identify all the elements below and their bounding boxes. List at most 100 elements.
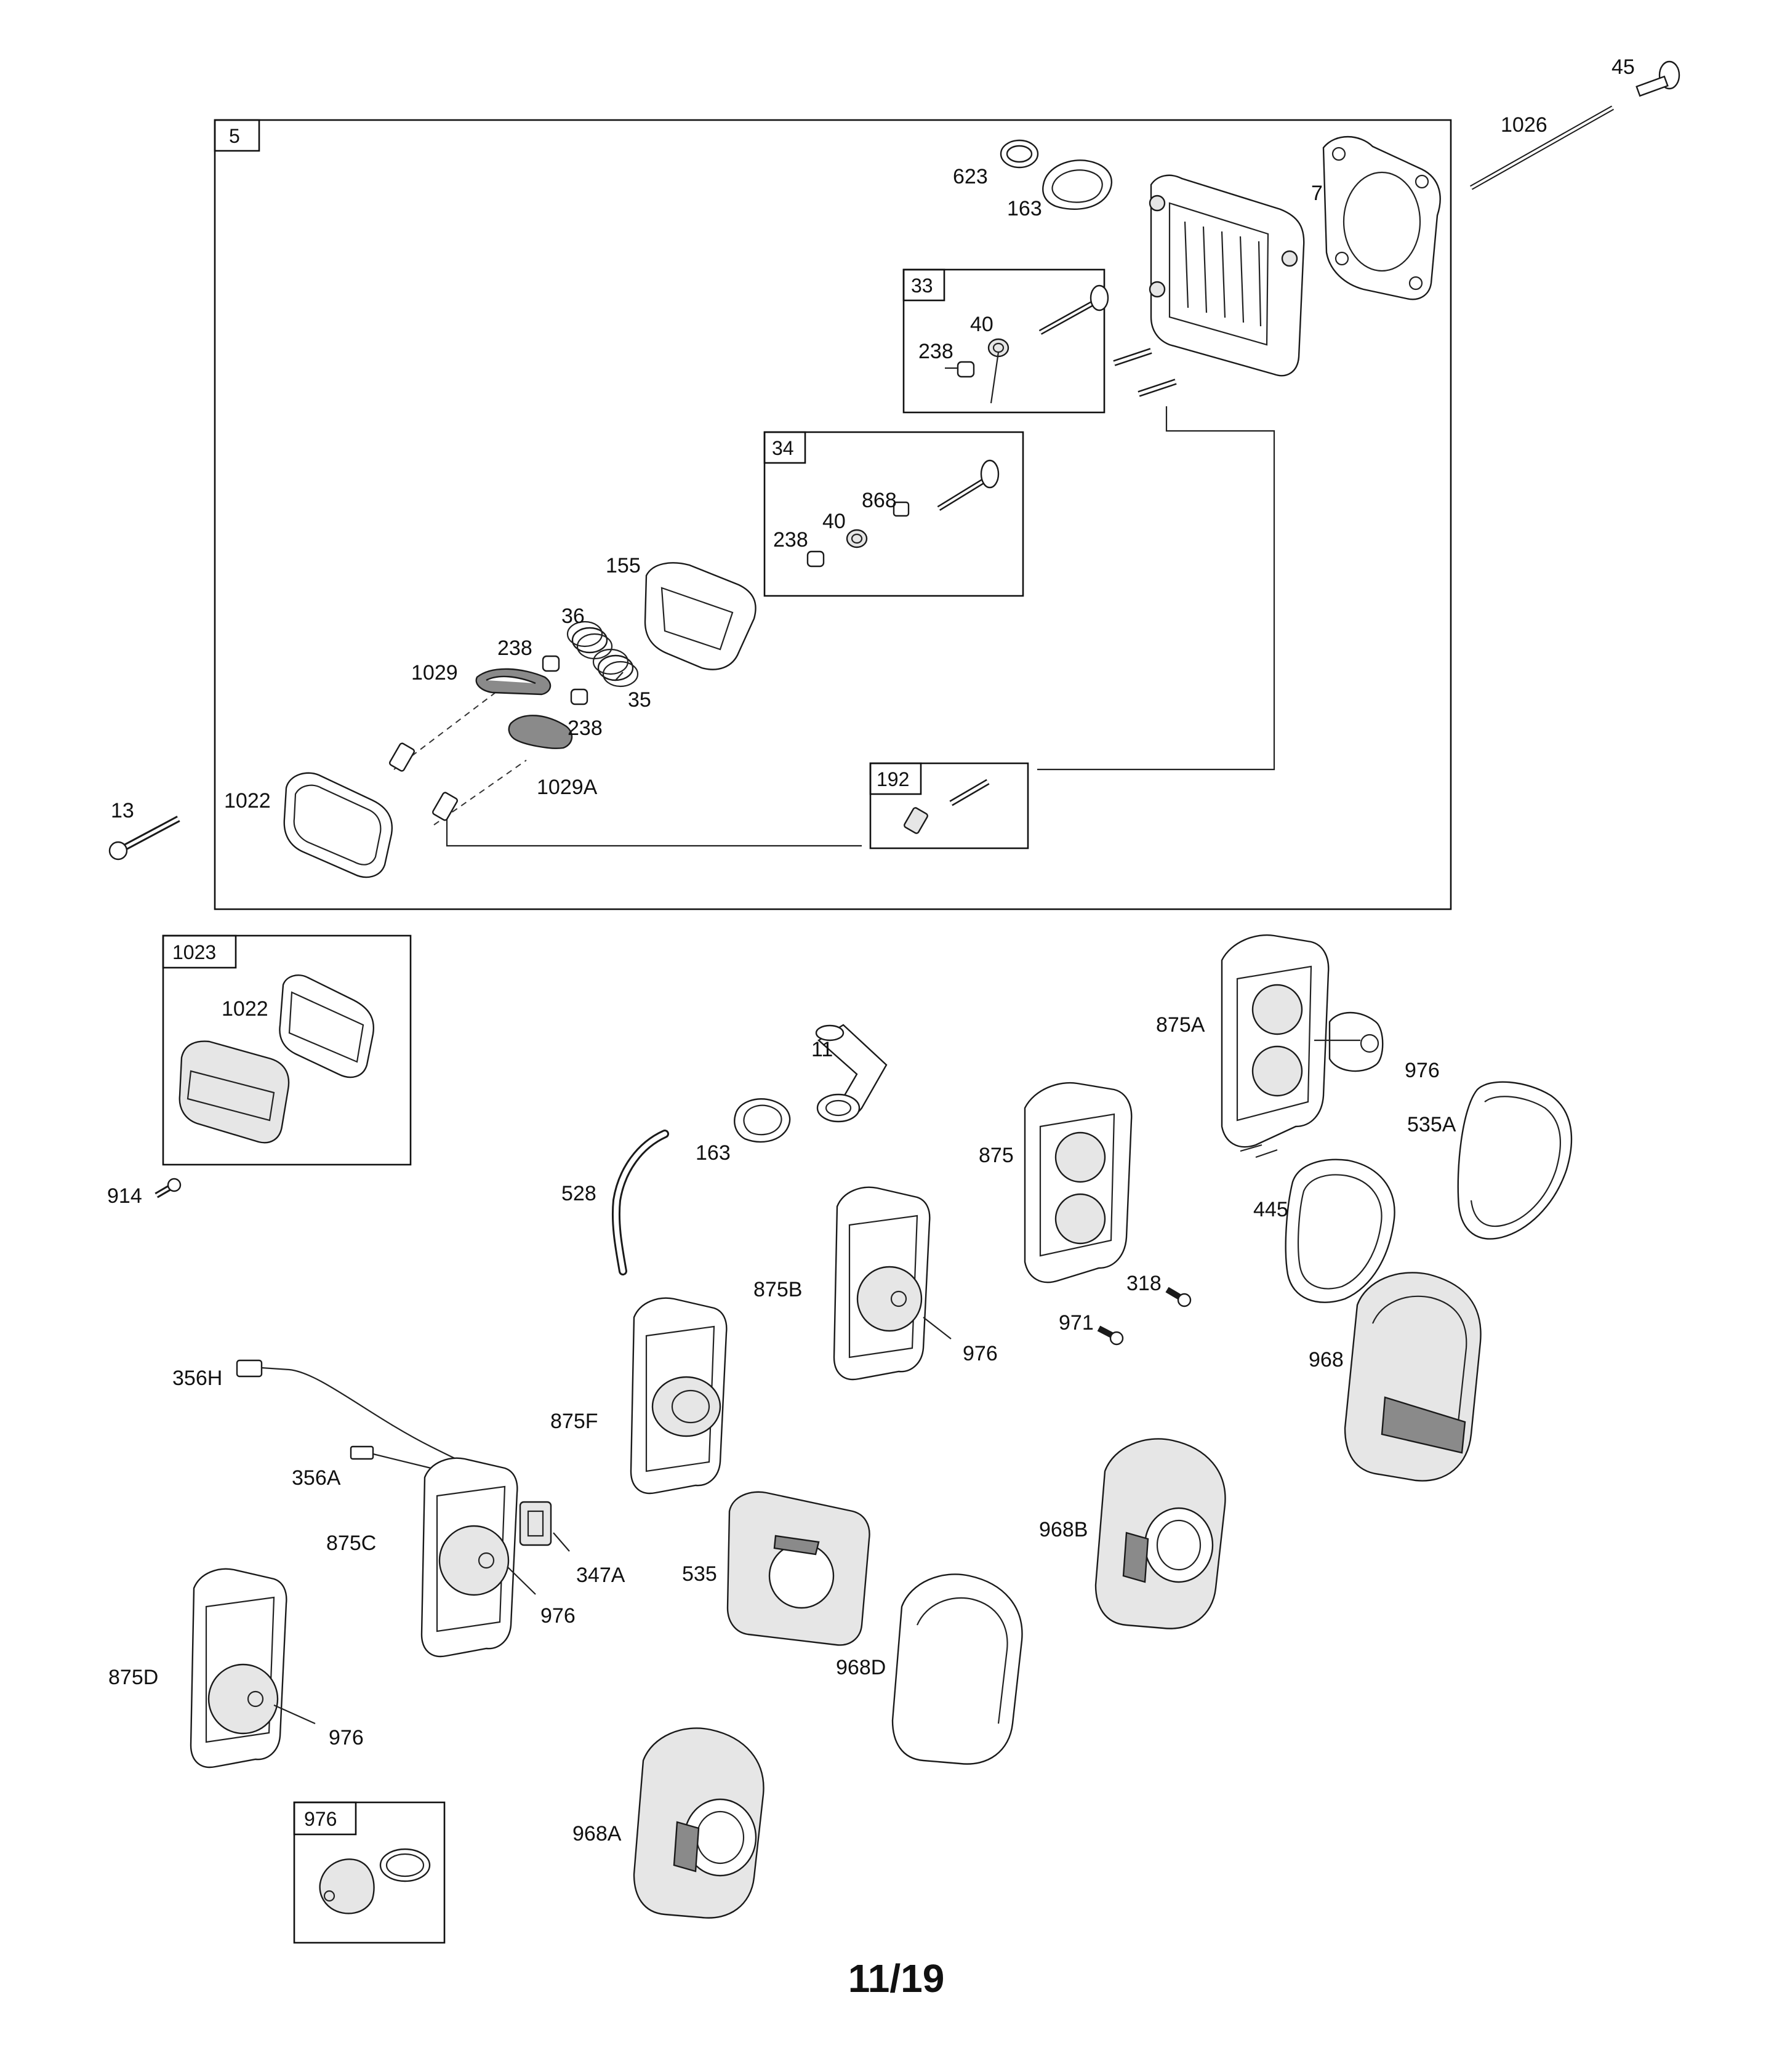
label-45: 45 [1611, 55, 1635, 79]
pivot-studs [389, 742, 990, 834]
box-976-label: 976 [304, 1808, 337, 1830]
leader-lines [273, 351, 1360, 1725]
valve-cover-1023 [179, 974, 375, 1144]
air-base-875C [420, 1457, 518, 1658]
cap-976-a [1328, 1011, 1384, 1072]
label-347A: 347A [576, 1564, 625, 1587]
oring-623 [1000, 139, 1039, 169]
cap-976-box [319, 1848, 431, 1914]
air-base-875F [630, 1297, 728, 1495]
rod-1026 [1470, 105, 1614, 190]
label-155: 155 [606, 554, 641, 577]
air-base-875 [1024, 1082, 1133, 1283]
label-36: 36 [561, 604, 585, 628]
box-192-label: 192 [877, 768, 909, 790]
box-33-label: 33 [911, 275, 933, 297]
label-875D: 875D [108, 1666, 158, 1689]
label-163-lower: 163 [696, 1141, 731, 1165]
label-976-875C: 976 [540, 1604, 576, 1628]
label-238-upper: 238 [497, 636, 532, 660]
bolt-45 [1636, 60, 1680, 97]
callout-labels: 45 1026 623 163 7 40 238 868 40 238 155 … [107, 55, 1635, 1845]
label-238-lower: 238 [568, 717, 603, 740]
label-968D: 968D [836, 1656, 886, 1679]
bolt-318 [1165, 1287, 1192, 1307]
label-535A: 535A [1407, 1113, 1456, 1136]
label-11: 11 [811, 1038, 833, 1061]
box-1023-label: 1023 [172, 941, 216, 963]
label-1022-box1023: 1022 [222, 997, 268, 1021]
label-238-box34: 238 [773, 528, 808, 552]
bolt-13 [108, 816, 180, 861]
head-gasket-7 [1322, 136, 1441, 300]
label-971: 971 [1059, 1311, 1094, 1335]
prefilter-535A [1457, 1081, 1573, 1240]
box-976: 976 [293, 1801, 446, 1944]
label-875B: 875B [753, 1278, 802, 1301]
label-356H: 356H [172, 1367, 222, 1390]
label-1029A: 1029A [537, 776, 598, 799]
label-868: 868 [862, 489, 897, 512]
label-40-box34: 40 [822, 510, 846, 533]
gasket-155 [644, 562, 757, 670]
box-34: 34 [763, 431, 1024, 597]
label-318: 318 [1126, 1272, 1162, 1295]
label-1029: 1029 [411, 661, 458, 685]
label-875A: 875A [1156, 1013, 1205, 1037]
label-35: 35 [628, 688, 651, 712]
valve-33 [957, 284, 1109, 378]
filter-445 [1285, 1158, 1395, 1303]
sensor-347A [519, 1501, 552, 1546]
air-base-875B [833, 1186, 931, 1381]
box-1023: 1023 [162, 934, 412, 1166]
connector-lines [393, 406, 1275, 847]
gasket-163-top [1042, 159, 1113, 210]
elbow-11 [815, 1024, 888, 1123]
box-5-label: 5 [229, 125, 240, 147]
label-13: 13 [111, 799, 134, 822]
label-875F: 875F [550, 1410, 598, 1433]
label-445: 445 [1253, 1198, 1288, 1221]
air-base-875D [190, 1568, 287, 1769]
label-7: 7 [1311, 182, 1323, 205]
cover-968B [1094, 1438, 1226, 1629]
label-875: 875 [979, 1144, 1014, 1167]
cover-968 [1344, 1272, 1482, 1482]
label-968: 968 [1309, 1348, 1344, 1371]
box-33: 33 [902, 268, 1106, 414]
rocker-arm-1029A [508, 715, 573, 749]
cover-968A [633, 1727, 765, 1919]
bolt-971 [1097, 1325, 1124, 1346]
box-34-label: 34 [772, 437, 794, 459]
rocker-arm-1029 [475, 668, 552, 696]
label-976-875D: 976 [329, 1726, 364, 1749]
foam-535 [726, 1491, 870, 1646]
caps-238 [542, 655, 588, 705]
label-1022-box5: 1022 [224, 789, 271, 813]
label-623: 623 [953, 165, 988, 188]
label-968A: 968A [572, 1822, 622, 1845]
air-base-875A [1221, 934, 1330, 1158]
box-192: 192 [869, 762, 1029, 849]
label-356A: 356A [292, 1466, 341, 1490]
label-914: 914 [107, 1184, 142, 1208]
label-528: 528 [561, 1182, 596, 1205]
label-535: 535 [682, 1562, 717, 1586]
label-163-top: 163 [1007, 197, 1042, 220]
head-studs [1113, 348, 1177, 397]
label-1026: 1026 [1501, 113, 1547, 137]
box-5: 5 [214, 119, 1452, 910]
gasket-1022-box5 [283, 772, 393, 878]
valve-34 [806, 459, 1000, 568]
label-976-upper: 976 [1405, 1059, 1440, 1082]
gasket-163-lower [734, 1098, 791, 1143]
page-number: 11/19 [848, 1956, 945, 2001]
label-968B: 968B [1039, 1518, 1088, 1541]
label-976-875B: 976 [963, 1342, 998, 1365]
label-40-box33: 40 [970, 313, 993, 336]
bolt-914 [155, 1178, 182, 1199]
tube-528 [611, 1130, 669, 1275]
label-875C: 875C [326, 1532, 376, 1555]
cylinder-head [1149, 174, 1305, 377]
